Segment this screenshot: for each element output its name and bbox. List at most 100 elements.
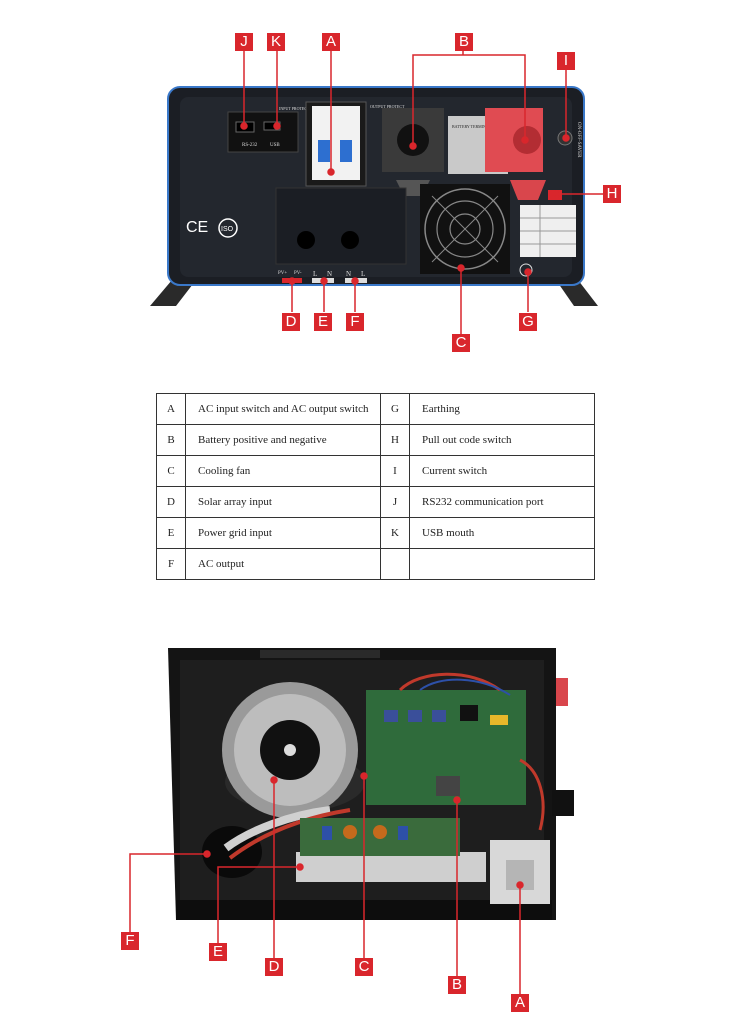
legend-desc: USB mouth xyxy=(409,517,595,549)
heat-sink xyxy=(296,852,486,882)
earth-symbol xyxy=(519,263,533,277)
callout-j: J xyxy=(235,33,253,51)
leader-c-dot xyxy=(457,264,465,272)
leader-f-dot xyxy=(351,277,359,285)
rear-panel-diagram: RS-232 USB INPUT PROTECT OUTPUT PROTECT … xyxy=(150,44,603,334)
legend-row: E Power grid input K USB mouth xyxy=(156,517,595,549)
white-wire xyxy=(223,806,331,852)
legend-key: A xyxy=(156,393,186,425)
inductor-2 xyxy=(373,825,387,839)
positive-boot xyxy=(510,180,546,200)
leader-d-dot xyxy=(288,277,296,285)
leader-h-dot xyxy=(553,190,561,198)
legend-desc: Battery positive and negative xyxy=(185,424,381,456)
knockout-plate xyxy=(275,187,407,265)
legend-desc: Pull out code switch xyxy=(409,424,595,456)
yellow-component xyxy=(490,715,508,725)
leader-i-dot xyxy=(562,134,570,142)
legend-desc: Cooling fan xyxy=(185,455,381,487)
transformer-shadow xyxy=(225,752,365,812)
relay-2 xyxy=(408,710,422,722)
legend-key: J xyxy=(380,486,410,518)
breaker-body xyxy=(506,860,534,890)
legend-row: F AC output xyxy=(156,548,595,580)
legend-desc: AC input switch and AC output switch xyxy=(185,393,381,425)
callout-f: F xyxy=(346,313,364,331)
power-board xyxy=(300,818,460,856)
red-wire xyxy=(228,808,351,860)
callout-b: B xyxy=(455,33,473,51)
on-off-saver-label: ON-OFF-SAVER xyxy=(576,122,581,158)
leader-b-dot-1 xyxy=(409,142,417,150)
enclosure-interior xyxy=(180,660,544,908)
iso-mark: ISO xyxy=(221,226,234,233)
callout-a: A xyxy=(322,33,340,51)
legend-desc: Earthing xyxy=(409,393,595,425)
leader-a-dot xyxy=(516,881,524,889)
legend-row: D Solar array input J RS232 communicatio… xyxy=(156,486,595,518)
breaker-toggle-1 xyxy=(318,140,330,162)
transformer-core xyxy=(260,720,320,780)
left-foot xyxy=(150,280,196,306)
callout-d-interior: D xyxy=(265,958,283,976)
control-board xyxy=(366,690,526,805)
red-cable-right xyxy=(519,758,545,831)
leader-c-dot xyxy=(360,772,368,780)
callout-c: C xyxy=(452,334,470,352)
capacitor-2 xyxy=(322,826,332,840)
legend-table: A AC input switch and AC output switch G… xyxy=(156,393,595,580)
inductor-1 xyxy=(343,825,357,839)
callout-c-interior: C xyxy=(355,958,373,976)
pv-plus-label: PV+ xyxy=(278,271,287,276)
battery-terminal-label: BATTERY TERMINAL xyxy=(452,124,492,129)
callout-f-interior: F xyxy=(121,932,139,950)
callout-k: K xyxy=(267,33,285,51)
board-chip xyxy=(436,776,460,796)
legend-key: K xyxy=(380,517,410,549)
leader-f-dot xyxy=(203,850,211,858)
legend-desc: Current switch xyxy=(409,455,595,487)
legend-key: C xyxy=(156,455,186,487)
output-n-label: N xyxy=(346,270,351,278)
fan-guard-outer xyxy=(424,188,506,270)
legend-key: F xyxy=(156,548,186,580)
grid-n-label: N xyxy=(327,270,332,278)
legend-row: C Cooling fan I Current switch xyxy=(156,455,595,487)
legend-row: A AC input switch and AC output switch G… xyxy=(156,393,595,425)
legend-key: B xyxy=(156,424,186,456)
callout-h: H xyxy=(603,185,621,203)
leader-d-dot xyxy=(270,776,278,784)
vent-grille xyxy=(260,650,380,658)
leader-a-dot xyxy=(327,168,335,176)
pv-minus-label: PV- xyxy=(294,271,302,276)
leader-e-dot xyxy=(320,277,328,285)
input-cable xyxy=(202,826,262,878)
leader-e-dot xyxy=(296,863,304,871)
output-l-label: L xyxy=(361,270,365,278)
ac-breaker-interior xyxy=(490,840,550,904)
callout-d: D xyxy=(282,313,300,331)
leader-j-dot xyxy=(240,122,248,130)
enclosure-base xyxy=(176,900,552,920)
relay-3 xyxy=(432,710,446,722)
relay-1 xyxy=(384,710,398,722)
callout-e-interior: E xyxy=(209,943,227,961)
legend-row: B Battery positive and negative H Pull o… xyxy=(156,424,595,456)
fan-guard-strut-2 xyxy=(431,195,499,263)
power-switch-side xyxy=(552,790,574,816)
transformer-winding xyxy=(234,694,346,806)
legend-desc: RS232 communication port xyxy=(409,486,595,518)
callout-b-interior: B xyxy=(448,976,466,994)
legend-key: D xyxy=(156,486,186,518)
positive-terminal-stub xyxy=(556,678,568,706)
breaker-toggle-2 xyxy=(340,140,352,162)
callout-e: E xyxy=(314,313,332,331)
leader-b xyxy=(412,54,526,146)
knockout-hole-2 xyxy=(341,231,359,249)
usb-label: USB xyxy=(270,143,280,148)
callout-i: I xyxy=(557,52,575,70)
legend-key: H xyxy=(380,424,410,456)
grid-l-label: L xyxy=(313,270,317,278)
leader-b-dot xyxy=(453,796,461,804)
right-foot xyxy=(556,280,598,306)
